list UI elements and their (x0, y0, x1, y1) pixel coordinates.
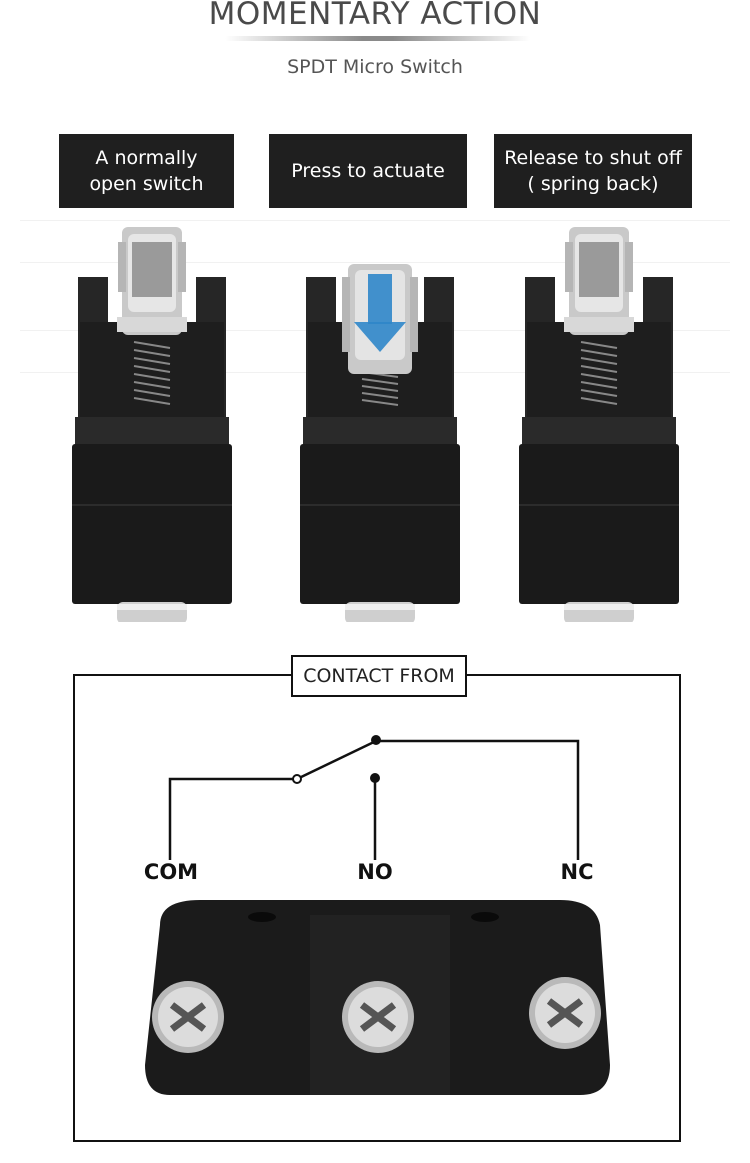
divider (20, 220, 730, 221)
switch-terminal-image (145, 900, 610, 1095)
terminal-label-nc: NC (560, 860, 594, 884)
step-label-line: Release to shut off (504, 147, 682, 169)
step-label-line: Press to actuate (291, 160, 445, 182)
switch-image-released (519, 227, 679, 622)
divider (20, 262, 730, 263)
terminal-label-com: COM (143, 860, 199, 884)
switch-image-pressed (300, 264, 460, 622)
step-label-release: Release to shut off ( spring back) (494, 134, 692, 208)
page-subtitle: SPDT Micro Switch (287, 56, 463, 78)
contact-schematic (168, 735, 580, 860)
page-title: MOMENTARY ACTION (208, 0, 542, 32)
step-label-press: Press to actuate (269, 134, 467, 208)
step-label-line: A normally (95, 147, 198, 169)
step-label-line: open switch (89, 173, 204, 195)
terminal-label-no: NO (357, 860, 393, 884)
contact-title: CONTACT FROM (291, 655, 467, 697)
switch-image-normal (72, 227, 232, 622)
step-label-normally-open: A normally open switch (59, 134, 234, 208)
title-underline (225, 36, 530, 41)
step-label-line: ( spring back) (527, 173, 659, 195)
